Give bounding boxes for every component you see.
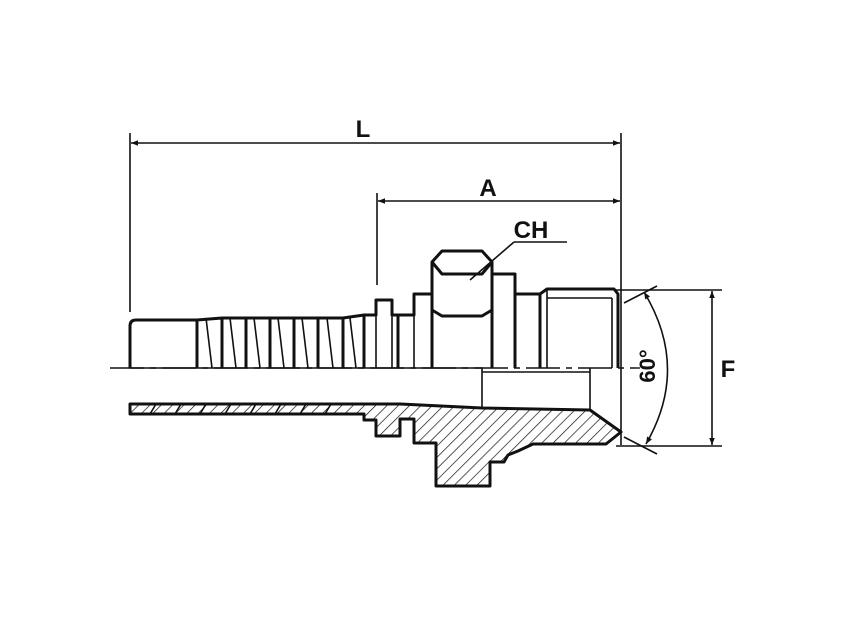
shoulder (492, 272, 542, 368)
dimension-f-label: F (721, 356, 736, 383)
hex-nut (430, 249, 494, 368)
collar (364, 292, 434, 368)
hose-tail-tip (128, 318, 197, 368)
cone-angle-dimension: 60° (623, 285, 669, 455)
dimension-f: F (616, 289, 736, 447)
fitting-section-view (128, 367, 623, 488)
barbed-shank (195, 313, 366, 368)
dimension-l-label: L (356, 116, 371, 143)
thread-end (539, 287, 620, 368)
hex-callout-label: CH (514, 217, 549, 244)
cone-angle-label: 60° (635, 349, 660, 382)
dimension-a-label: A (479, 175, 496, 202)
section-hatch (128, 402, 623, 488)
dimension-l: L (129, 116, 622, 445)
hex-callout: CH (469, 217, 567, 281)
fitting-exterior-view (128, 249, 620, 369)
dimension-a: A (376, 175, 620, 285)
